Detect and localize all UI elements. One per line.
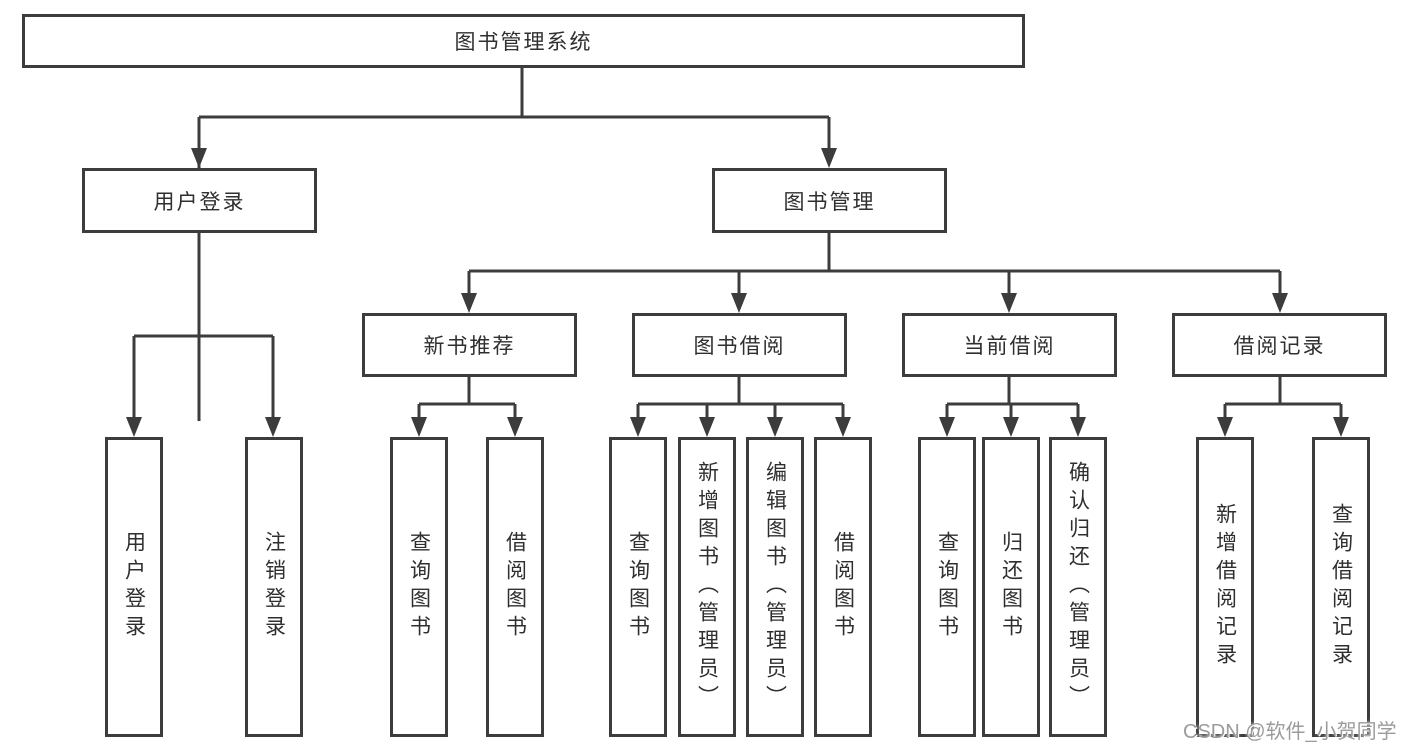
leaf-add-book-admin: 新增图书（管理员） xyxy=(678,437,736,737)
node-current-borrowing-label: 当前借阅 xyxy=(963,335,1056,358)
leaf-query-books-recommend-label: 查询图书 xyxy=(407,531,431,643)
leaf-logout: 注销登录 xyxy=(245,437,303,737)
leaf-logout-label: 注销登录 xyxy=(262,531,286,643)
node-book-management-label: 图书管理 xyxy=(783,190,876,214)
leaf-confirm-return-admin: 确认归还（管理员） xyxy=(1049,437,1107,737)
node-new-book-recommendation-label: 新书推荐 xyxy=(423,335,516,358)
leaf-query-books-recommend: 查询图书 xyxy=(390,437,448,737)
leaf-add-book-admin-label: 新增图书（管理员） xyxy=(695,461,719,713)
leaf-edit-book-admin: 编辑图书（管理员） xyxy=(746,437,804,737)
leaf-query-books-current-label: 查询图书 xyxy=(935,531,959,643)
connector-book-borrowing-to-leaves xyxy=(630,377,851,437)
leaf-return-books: 归还图书 xyxy=(982,437,1040,737)
leaf-query-books-borrowing: 查询图书 xyxy=(609,437,667,737)
node-book-management: 图书管理 xyxy=(712,168,947,233)
leaf-borrow-books-recommend: 借阅图书 xyxy=(486,437,544,737)
node-borrowing-records-label: 借阅记录 xyxy=(1233,335,1326,358)
connector-book-management-to-level3 xyxy=(461,233,1288,313)
node-library-system-label: 图书管理系统 xyxy=(454,31,593,54)
leaf-user-login-label: 用户登录 xyxy=(122,531,146,643)
connector-root-to-level2 xyxy=(191,68,837,421)
leaf-query-books-borrowing-label: 查询图书 xyxy=(626,531,650,643)
node-new-book-recommendation: 新书推荐 xyxy=(362,313,577,377)
node-user-login: 用户登录 xyxy=(82,168,317,233)
leaf-return-books-label: 归还图书 xyxy=(999,531,1023,643)
leaf-confirm-return-admin-label: 确认归还（管理员） xyxy=(1066,461,1090,713)
node-user-login-label: 用户登录 xyxy=(153,190,246,214)
connector-user-login-to-leaves xyxy=(126,233,281,437)
connector-new-book-recommendation-to-leaves xyxy=(411,377,523,437)
leaf-query-books-current: 查询图书 xyxy=(918,437,976,737)
leaf-query-borrow-record: 查询借阅记录 xyxy=(1312,437,1370,737)
leaf-borrow-books-borrowing: 借阅图书 xyxy=(814,437,872,737)
node-book-borrowing-label: 图书借阅 xyxy=(693,335,786,358)
node-borrowing-records: 借阅记录 xyxy=(1172,313,1387,377)
node-library-system: 图书管理系统 xyxy=(22,14,1025,68)
connector-borrowing-records-to-leaves xyxy=(1217,377,1349,437)
node-book-borrowing: 图书借阅 xyxy=(632,313,847,377)
leaf-borrow-books-borrowing-label: 借阅图书 xyxy=(831,531,855,643)
connector-current-borrowing-to-leaves xyxy=(939,377,1086,437)
leaf-edit-book-admin-label: 编辑图书（管理员） xyxy=(763,461,787,713)
leaf-borrow-books-recommend-label: 借阅图书 xyxy=(503,531,527,643)
csdn-watermark: CSDN @软件_小贺同学 xyxy=(1183,721,1397,743)
leaf-user-login: 用户登录 xyxy=(105,437,163,737)
leaf-add-borrow-record: 新增借阅记录 xyxy=(1196,437,1254,737)
node-current-borrowing: 当前借阅 xyxy=(902,313,1117,377)
leaf-add-borrow-record-label: 新增借阅记录 xyxy=(1213,503,1237,671)
leaf-query-borrow-record-label: 查询借阅记录 xyxy=(1329,503,1353,671)
